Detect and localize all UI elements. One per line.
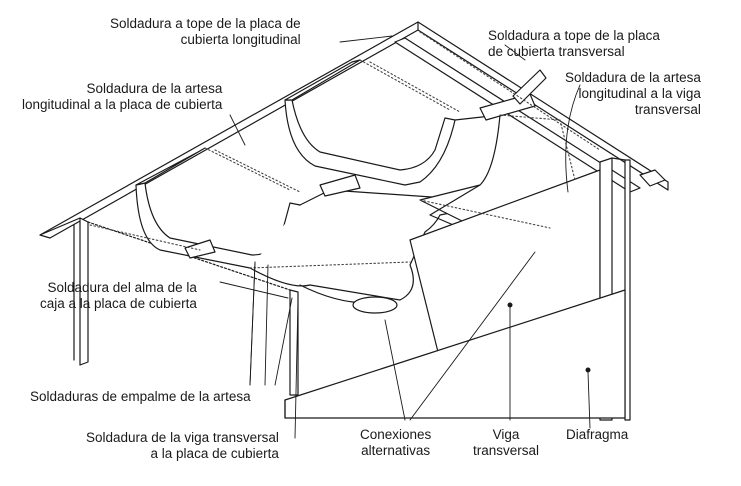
label-line: Soldadura a tope de la placa de bbox=[110, 16, 301, 31]
label-transverse-beam: Viga transversal bbox=[473, 427, 539, 459]
label-diaphragm: Diafragma bbox=[566, 427, 628, 443]
label-line: caja a la placa de cubierta bbox=[40, 296, 197, 311]
label-beam-to-deck-weld: Soldadura de la viga transversal a la pl… bbox=[86, 430, 279, 462]
label-line: Soldadura de la viga transversal bbox=[86, 430, 279, 445]
leader-points bbox=[507, 302, 591, 373]
label-line: transversal bbox=[473, 443, 540, 458]
label-line: Diafragma bbox=[566, 427, 629, 442]
label-line: Viga bbox=[492, 427, 520, 442]
deck-plate bbox=[39, 21, 669, 239]
label-line: longitudinal a la viga bbox=[578, 86, 701, 101]
label-transverse-butt-weld: Soldadura a tope de la placa de cubierta… bbox=[488, 28, 660, 60]
leader-lines bbox=[219, 35, 591, 439]
label-line: transversal bbox=[634, 102, 701, 117]
label-line: Soldaduras de empalme de la artesa bbox=[30, 389, 251, 404]
label-line: Conexiones bbox=[360, 427, 432, 442]
diaphragm-plate bbox=[284, 289, 626, 419]
trough-front bbox=[135, 147, 476, 314]
label-line: alternativas bbox=[361, 443, 431, 458]
label-line: longitudinal a la placa de cubierta bbox=[22, 97, 223, 112]
longitudinal-butt-weld-strip bbox=[394, 37, 666, 193]
label-line: Soldadura a tope de la placa bbox=[488, 28, 660, 43]
label-longitudinal-butt-weld: Soldadura a tope de la placa de cubierta… bbox=[110, 16, 301, 48]
label-line: a la placa de cubierta bbox=[150, 446, 279, 461]
splice-plates bbox=[184, 69, 547, 259]
label-trough-to-beam-weld: Soldadura de la artesa longitudinal a la… bbox=[565, 70, 701, 118]
label-box-web-to-deck-weld: Soldadura del alma de la caja a la placa… bbox=[40, 280, 197, 312]
label-line: Soldadura de la artesa bbox=[565, 70, 701, 85]
label-line: Soldadura del alma de la bbox=[47, 280, 197, 295]
label-alternative-connections: Conexiones alternativas bbox=[360, 427, 431, 459]
label-line: cubierta longitudinal bbox=[180, 32, 301, 47]
label-trough-to-deck-weld: Soldadura de la artesa longitudinal a la… bbox=[22, 81, 222, 113]
label-line: de cubierta transversal bbox=[488, 44, 625, 59]
label-line: Soldadura de la artesa bbox=[86, 81, 223, 96]
beam-stiffener bbox=[289, 289, 299, 396]
label-trough-splice-welds: Soldaduras de empalme de la artesa bbox=[30, 389, 251, 405]
weld-lines bbox=[89, 31, 601, 269]
